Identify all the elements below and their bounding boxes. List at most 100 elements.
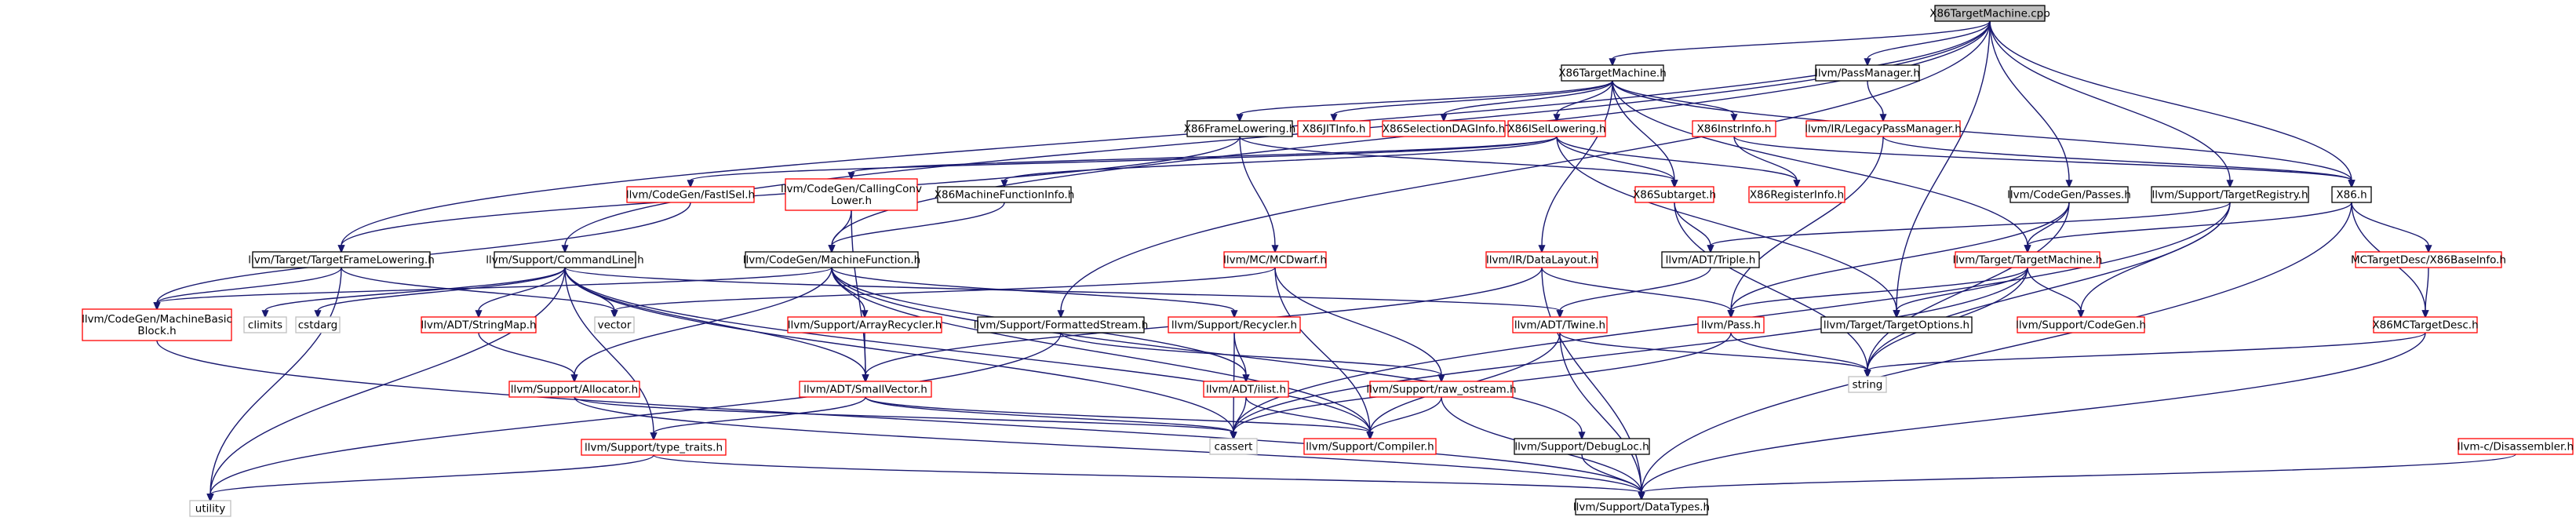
node-machfunc[interactable]: llvm/CodeGen/MachineFunction.h [743,251,920,268]
node-box [1697,316,1765,333]
node-mfi[interactable]: X86MachineFunctionInfo.h [935,186,1075,203]
edge-tfl-to-utility [206,267,342,502]
node-label: llvm/Support/TargetRegistry.h [2152,189,2308,202]
node-box [787,316,942,333]
edge-x86h-to-basedesc [2351,202,2432,253]
node-disasm[interactable]: llvm-c/Disassembler.h [2458,438,2574,455]
node-label: X86MCTargetDesc.h [2372,319,2478,332]
node-label: llvm/CodeGen/MachineFunction.h [743,254,920,267]
node-label: llvm/ADT/SmallVector.h [803,384,927,396]
node-x86h[interactable]: X86.h [2331,186,2372,203]
node-box [2373,316,2478,333]
node-jitinfo[interactable]: X86JITInfo.h [1297,120,1371,137]
node-isel[interactable]: X86ISelLowering.h [1507,120,1606,137]
node-root[interactable]: X86TargetMachine.cpp [1929,5,2050,22]
node-typetraits[interactable]: llvm/Support/type_traits.h [581,439,727,456]
node-tfl[interactable]: llvm/Target/TargetFrameLowering.h [248,251,435,268]
node-twine[interactable]: llvm/ADT/Twine.h [1512,316,1608,333]
node-cmdline[interactable]: llvm/Support/CommandLine.h [486,251,644,268]
node-supcodegen[interactable]: llvm/Support/CodeGen.h [2016,316,2146,333]
node-label: llvm/Support/ArrayRecycler.h [788,319,942,332]
edge-x86h-to-targetmachine [2024,202,2352,253]
node-targetmachine[interactable]: llvm/Target/TargetMachine.h [1953,251,2103,268]
node-arrayrec[interactable]: llvm/Support/ArrayRecycler.h [787,316,942,333]
node-seldag[interactable]: X86SelectionDAGInfo.h [1382,120,1506,137]
node-label: llvm/Support/Allocator.h [511,384,639,396]
node-label: llvm/CodeGen/MachineBasic [82,313,232,326]
node-passmgr[interactable]: llvm/PassManager.h [1815,64,1920,82]
node-label: llvm/CodeGen/Passes.h [2007,189,2131,202]
edge-cmdline-to-stringmap [475,267,566,319]
edge-mcdesc-to-string [1864,332,2426,378]
edge-root-to-passmgr [1864,20,1991,67]
node-box [421,316,537,333]
edge-cmdline-to-climits [261,267,566,319]
node-label: Lower.h [831,195,872,207]
node-subtarget[interactable]: X86Subtarget.h [1633,186,1716,203]
edge-cmdline-to-twine [564,267,1564,319]
edge-mcdesc-to-datatypes [1638,332,2426,501]
edge-cmdline-to-typetraits [564,267,658,441]
edge-mbb-to-datatypes [156,340,1645,501]
node-climits: climits [243,316,287,333]
node-mcdwarf[interactable]: llvm/MC/MCDwarf.h [1223,251,1327,268]
node-basedesc[interactable]: MCTargetDesc/X86BaseInfo.h [2351,251,2506,268]
node-rawostream[interactable]: llvm/Support/raw_ostream.h [1366,381,1517,398]
node-smallvec[interactable]: llvm/ADT/SmallVector.h [799,381,932,398]
node-label: llvm/ADT/Twine.h [1514,319,1605,332]
node-cgpasses[interactable]: llvm/CodeGen/Passes.h [2007,186,2131,203]
edge-instrinfo-to-reginfo [1733,136,1801,188]
node-box [2458,438,2574,455]
edge-isel-to-fastisel [687,136,1558,188]
node-mcdesc[interactable]: X86MCTargetDesc.h [2372,316,2479,333]
node-pass[interactable]: llvm/Pass.h [1697,316,1765,333]
node-label: llvm/PassManager.h [1815,67,1920,80]
node-box [508,381,640,398]
edge-machfunc-to-recycler [831,267,1238,319]
node-label: X86FrameLowering.h [1184,123,1296,136]
node-cassert: cassert [1209,438,1258,455]
node-framelow[interactable]: X86FrameLowering.h [1184,120,1296,137]
edge-machfunc-to-mbb [153,267,833,311]
node-fastisel[interactable]: llvm/CodeGen/FastISel.h [626,186,755,203]
edge-fmtstream-to-rawostream [1060,332,1445,383]
node-label: llvm/Target/TargetFrameLowering.h [248,254,435,267]
node-allocator[interactable]: llvm/Support/Allocator.h [508,381,640,398]
node-utility: utility [189,500,231,517]
edge-mcdwarf-to-compiler [1274,267,1374,440]
edge-x86tm_h-to-instrinfo [1612,80,1738,122]
node-datatypes[interactable]: llvm/Support/DataTypes.h [1573,498,1710,516]
node-label: X86Subtarget.h [1633,189,1716,202]
node-debugloc[interactable]: llvm/Support/DebugLoc.h [1514,438,1650,455]
node-box [1820,316,1973,333]
node-box [1661,251,1760,268]
node-label: llvm/Target/TargetMachine.h [1953,254,2103,267]
node-instrinfo[interactable]: X86InstrInfo.h [1692,120,1776,137]
node-datalayout[interactable]: llvm/IR/DataLayout.h [1485,251,1598,268]
node-targetreg[interactable]: llvm/Support/TargetRegistry.h [2151,186,2309,203]
node-box [1848,376,1887,393]
node-box [1203,381,1289,398]
node-box [2331,186,2372,203]
node-box [799,381,932,398]
node-x86tm_h[interactable]: X86TargetMachine.h [1558,64,1667,82]
node-targetopts[interactable]: llvm/Target/TargetOptions.h [1820,316,1973,333]
node-compiler[interactable]: llvm/Support/Compiler.h [1303,438,1437,455]
node-fmtstream[interactable]: llvm/Support/FormattedStream.h [974,316,1149,333]
node-box [1561,64,1664,82]
edge-x86tm_h-to-seldag [1440,80,1613,122]
edge-stringmap-to-allocator [478,332,578,383]
edge-smallvec-to-typetraits [650,396,866,441]
edge-fmtstream-to-utility [206,332,1062,502]
node-reginfo[interactable]: X86RegisterInfo.h [1748,186,1845,203]
node-recycler[interactable]: llvm/Support/Recycler.h [1168,316,1301,333]
node-stringmap[interactable]: llvm/ADT/StringMap.h [421,316,537,333]
node-box [785,178,918,211]
node-legacypm[interactable]: llvm/IR/LegacyPassManager.h [1805,120,1962,137]
node-ilist[interactable]: llvm/ADT/ilist.h [1203,381,1289,398]
node-triple[interactable]: llvm/ADT/Triple.h [1661,251,1760,268]
node-label: llvm/Support/Recycler.h [1171,319,1297,332]
node-label: climits [248,319,282,332]
